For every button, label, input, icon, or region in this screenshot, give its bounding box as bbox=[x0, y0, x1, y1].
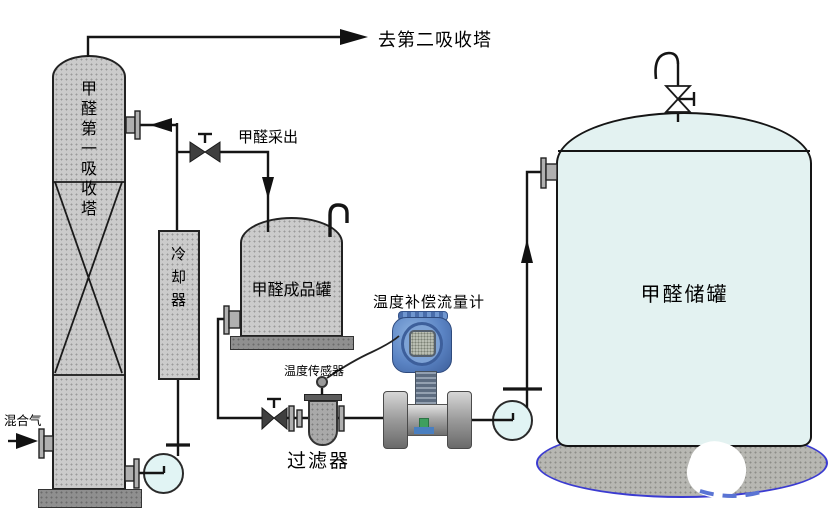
filter-vessel bbox=[308, 400, 338, 446]
tower-packing-section bbox=[53, 181, 125, 376]
pipes bbox=[8, 35, 696, 475]
product-tank-vent-hook bbox=[328, 203, 349, 237]
storage-tank-vessel bbox=[556, 112, 812, 447]
nozzles bbox=[38, 110, 558, 489]
pipe-product-outlet bbox=[216, 317, 262, 420]
tower-bottom-nozzle-flange bbox=[133, 458, 140, 489]
filter-inlet-flange-b bbox=[296, 409, 303, 428]
tower-packing-diagonal-2 bbox=[54, 181, 123, 374]
storage-tank-vent-hook bbox=[654, 51, 680, 80]
label-storage-tank: 甲醛储罐 bbox=[640, 282, 729, 306]
arrow-up-to-storage bbox=[521, 239, 533, 263]
flow-arrows bbox=[16, 29, 533, 449]
label-flow-meter: 温度补偿流量计 bbox=[373, 293, 486, 311]
outlet-valve-right-wedge bbox=[273, 406, 288, 431]
absorption-tower-vessel bbox=[52, 55, 126, 490]
vent-valve-upper-wedge bbox=[663, 85, 693, 101]
mixed-gas-nozzle bbox=[43, 435, 54, 452]
product-tank-vessel bbox=[240, 217, 343, 337]
label-cooler: 冷却器 bbox=[169, 246, 187, 315]
label-absorption-tower: 甲醛第一吸收塔 bbox=[78, 80, 97, 220]
arrow-into-product-tank bbox=[262, 177, 274, 199]
temperature-sensor-icon bbox=[316, 376, 328, 388]
pipe-to-storage bbox=[525, 170, 541, 408]
storage-nozzle bbox=[545, 163, 558, 181]
sensor-cable bbox=[326, 335, 400, 379]
outlet-valve-left-wedge bbox=[261, 406, 275, 431]
flowmeter-right-flange bbox=[447, 391, 472, 449]
filter-inlet-flange-a bbox=[288, 405, 295, 432]
arrow-to-second-tower bbox=[340, 29, 368, 45]
flowmeter-display bbox=[409, 330, 436, 357]
absorption-tower-base bbox=[38, 489, 142, 508]
product-tank-nozzle-flange bbox=[223, 305, 230, 335]
cooler-vessel bbox=[158, 230, 200, 380]
tower-bottom-nozzle bbox=[124, 465, 135, 482]
storage-nozzle-flange bbox=[540, 157, 547, 189]
label-product-tank: 甲醛成品罐 bbox=[251, 280, 332, 299]
filter-outlet-flange-a bbox=[338, 405, 345, 432]
mixed-gas-flange bbox=[38, 428, 45, 459]
storage-tank-dome-seam bbox=[558, 150, 810, 152]
draw-valve-right-wedge bbox=[204, 141, 221, 163]
flowmeter-label-band bbox=[414, 427, 434, 434]
label-filter: 过滤器 bbox=[287, 450, 351, 472]
flowmeter-left-flange bbox=[383, 391, 408, 449]
label-mixed-gas: 混合气 bbox=[4, 413, 42, 428]
watermark-arc bbox=[699, 489, 765, 498]
product-tank-base bbox=[230, 336, 354, 350]
pipe-draw-b bbox=[220, 150, 270, 232]
draw-valve-left-wedge bbox=[189, 141, 206, 163]
arrow-mixed-gas bbox=[16, 433, 38, 449]
label-to-second-absorber: 去第二吸收塔 bbox=[378, 30, 492, 51]
pipe-to-second-tower bbox=[86, 35, 350, 57]
tower-side-nozzle-flange bbox=[134, 110, 141, 140]
vent-valve-lower-wedge bbox=[663, 97, 693, 113]
valves bbox=[189, 85, 693, 431]
label-formaldehyde-drawoff: 甲醛采出 bbox=[238, 128, 299, 146]
tower-side-nozzle bbox=[125, 116, 136, 134]
arrow-into-tower bbox=[150, 118, 172, 132]
product-tank-nozzle bbox=[228, 310, 241, 329]
label-temperature-sensor: 温度传感器 bbox=[284, 364, 345, 378]
